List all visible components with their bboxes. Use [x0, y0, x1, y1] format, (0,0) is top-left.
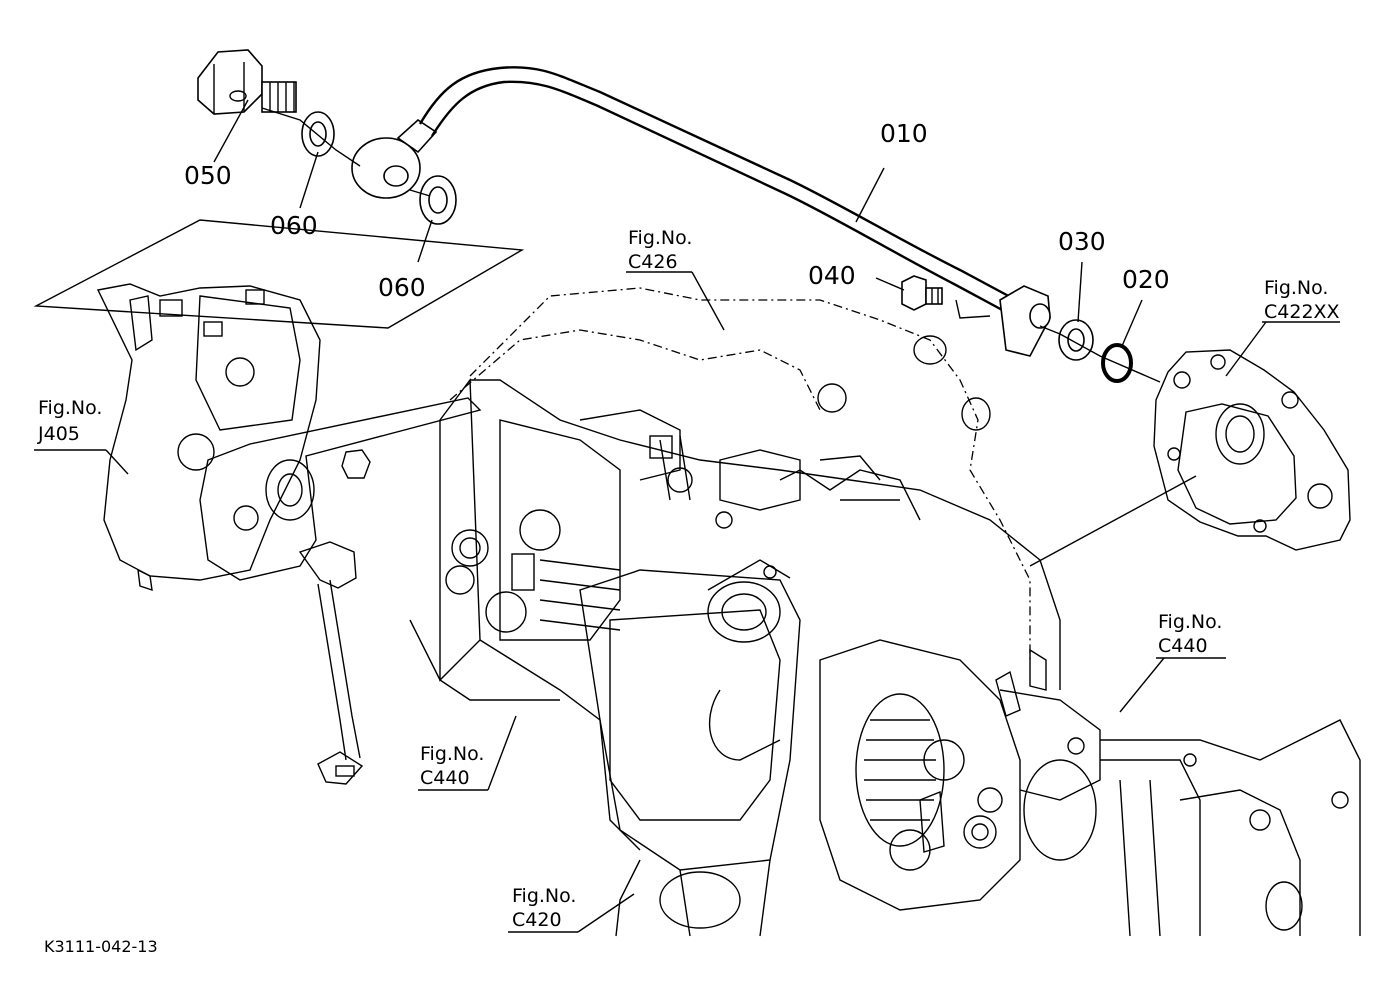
banjo-bolt-drawing	[197, 49, 297, 115]
linkage-rod-drawing	[298, 541, 364, 785]
leader-lines	[34, 99, 1340, 933]
drawing-code: K3111-042-13	[44, 937, 158, 956]
washer-060-upper-drawing	[301, 111, 335, 157]
pump-assembly-j405-drawing	[96, 283, 321, 592]
fig-ref-c440-right-prefix: Fig.No.	[1158, 611, 1222, 633]
fig-ref-c440-left-code: C440	[420, 767, 470, 789]
bolt-040-drawing	[901, 275, 943, 311]
part-label-060-lower: 060	[378, 273, 426, 302]
part-label-050: 050	[184, 161, 232, 190]
fig-ref-j405-code: J405	[37, 423, 80, 445]
fig-ref-j405-prefix: Fig.No.	[38, 397, 102, 419]
fig-ref-c422xx-prefix: Fig.No.	[1264, 277, 1328, 299]
part-label-060-upper: 060	[270, 211, 318, 240]
fig-ref-c420-prefix: Fig.No.	[512, 885, 576, 907]
fig-ref-c426-prefix: Fig.No.	[628, 227, 692, 249]
transmission-case-drawing	[409, 287, 1061, 937]
bracket-plate-drawing	[199, 397, 482, 581]
group-frame	[33, 219, 525, 329]
fig-ref-c422xx-code: C422XX	[1264, 301, 1340, 323]
fig-ref-c426-code: C426	[628, 251, 678, 273]
housing-c422xx-drawing	[1153, 349, 1351, 551]
washer-060-lower-drawing	[419, 175, 457, 225]
case-right-drawing	[819, 639, 1361, 937]
fig-ref-c440-right-code: C440	[1158, 635, 1208, 657]
fig-ref-c420-code: C420	[512, 909, 562, 931]
fig-ref-c440-left-prefix: Fig.No.	[420, 743, 484, 765]
part-label-010: 010	[880, 119, 928, 148]
part-label-030: 030	[1058, 227, 1106, 256]
part-label-040: 040	[808, 261, 856, 290]
oil-pipe-drawing	[351, 66, 1051, 357]
washer-030-drawing	[1058, 319, 1094, 361]
part-label-020: 020	[1122, 265, 1170, 294]
o-ring-020-drawing	[1101, 343, 1133, 383]
